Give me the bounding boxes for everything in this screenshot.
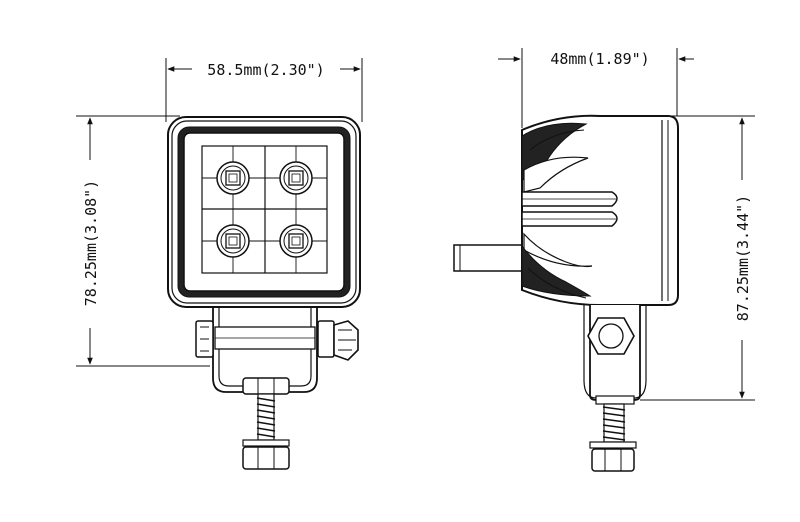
front-height-dimension: 78.25mm(3.08") (76, 115, 210, 367)
side-height-label: 87.25mm(3.44") (734, 195, 752, 321)
front-view: 58.5mm(2.30") 78.25mm(3.08") (76, 58, 363, 470)
side-height-dimension: 87.25mm(3.44") (640, 115, 755, 401)
side-threaded-stud (589, 403, 637, 472)
led-emitter (279, 224, 313, 258)
led-emitter (216, 161, 250, 195)
side-cable (453, 244, 523, 272)
led-emitter (216, 224, 250, 258)
led-emitter (279, 161, 313, 195)
front-threaded-stud (242, 393, 290, 470)
led-grid (201, 145, 328, 274)
side-view: 48mm(1.89") 87.25mm(3.44") (453, 48, 755, 472)
side-depth-dimension: 48mm(1.89") (498, 48, 694, 128)
side-bracket (583, 305, 647, 405)
front-width-label: 58.5mm(2.30") (207, 61, 324, 79)
front-bracket (195, 307, 359, 395)
front-width-dimension: 58.5mm(2.30") (165, 58, 363, 122)
side-housing (521, 114, 679, 306)
front-height-label: 78.25mm(3.08") (82, 180, 100, 306)
side-depth-label: 48mm(1.89") (550, 50, 649, 68)
